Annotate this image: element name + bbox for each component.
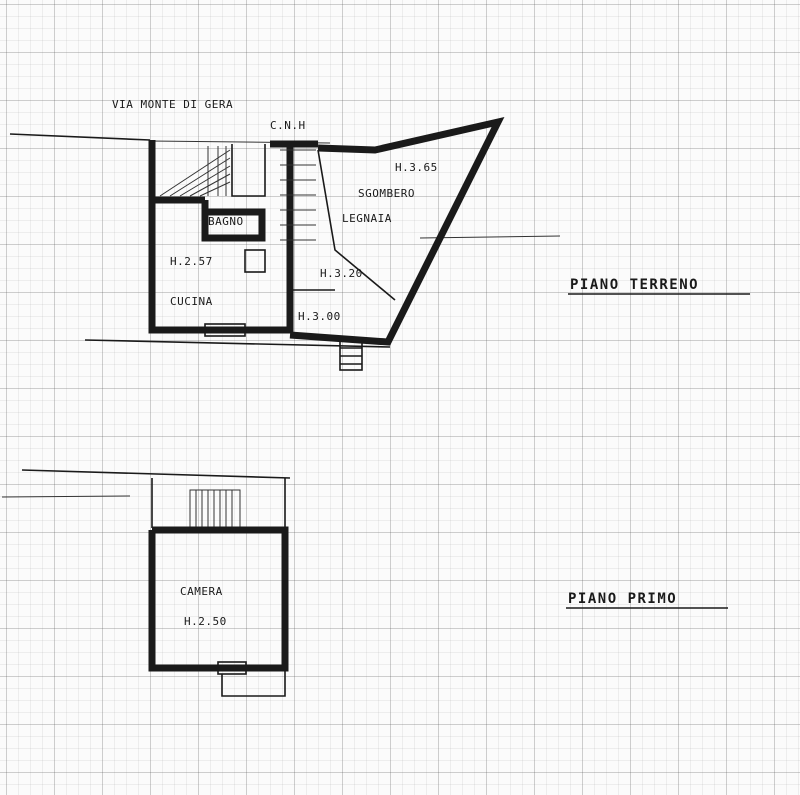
lower-room-height-label: H.3.00 [298, 310, 341, 323]
cnh-label: C.N.H [270, 119, 306, 132]
first-floor-side-line [1, 495, 131, 498]
ground-floor-title: PIANO TERRENO [570, 277, 699, 293]
storage-label: SGOMBERO [358, 187, 415, 200]
first-floor-stair-treads [189, 489, 241, 529]
storage-height-label: H.3.65 [395, 161, 438, 174]
kitchen-height-label: H.2.57 [170, 255, 213, 268]
street-label: VIA MONTE DI GERA [112, 98, 233, 111]
bathroom-walls [201, 200, 266, 242]
bedroom-window [217, 661, 247, 675]
bedroom-label: CAMERA [180, 585, 223, 598]
woodshed-label: LEGNAIA [342, 212, 392, 225]
bedroom-height-label: H.2.50 [184, 615, 227, 628]
first-floor-plan: CAMERA H.2.50 PIANO PRIMO [1, 469, 728, 697]
upper-stair-walls [151, 478, 286, 528]
kitchen-label: CUCINA [170, 295, 213, 308]
rear-boundary-line [84, 339, 391, 348]
ground-floor-plan: VIA MONTE DI GERA C.N.H BAGNO H.2.57 CUC… [9, 98, 750, 371]
bedroom-balcony [221, 668, 286, 697]
chimney-flue [244, 249, 266, 273]
passage-height-label: H.3.20 [320, 267, 363, 280]
storage-outer-walls [289, 116, 505, 346]
street-boundary-line [9, 133, 151, 141]
external-steps [339, 339, 363, 371]
first-floor-title: PIANO PRIMO [568, 591, 677, 607]
bathroom-label: BAGNO [208, 215, 244, 228]
stair-box [231, 144, 266, 197]
storage-inner-partition [317, 149, 396, 301]
kitchen-window [204, 323, 246, 337]
ground-stair-treads [159, 146, 231, 197]
first-floor-boundary-line [21, 469, 291, 479]
corridor-stair-treads [280, 149, 316, 241]
bedroom-walls [148, 526, 289, 672]
